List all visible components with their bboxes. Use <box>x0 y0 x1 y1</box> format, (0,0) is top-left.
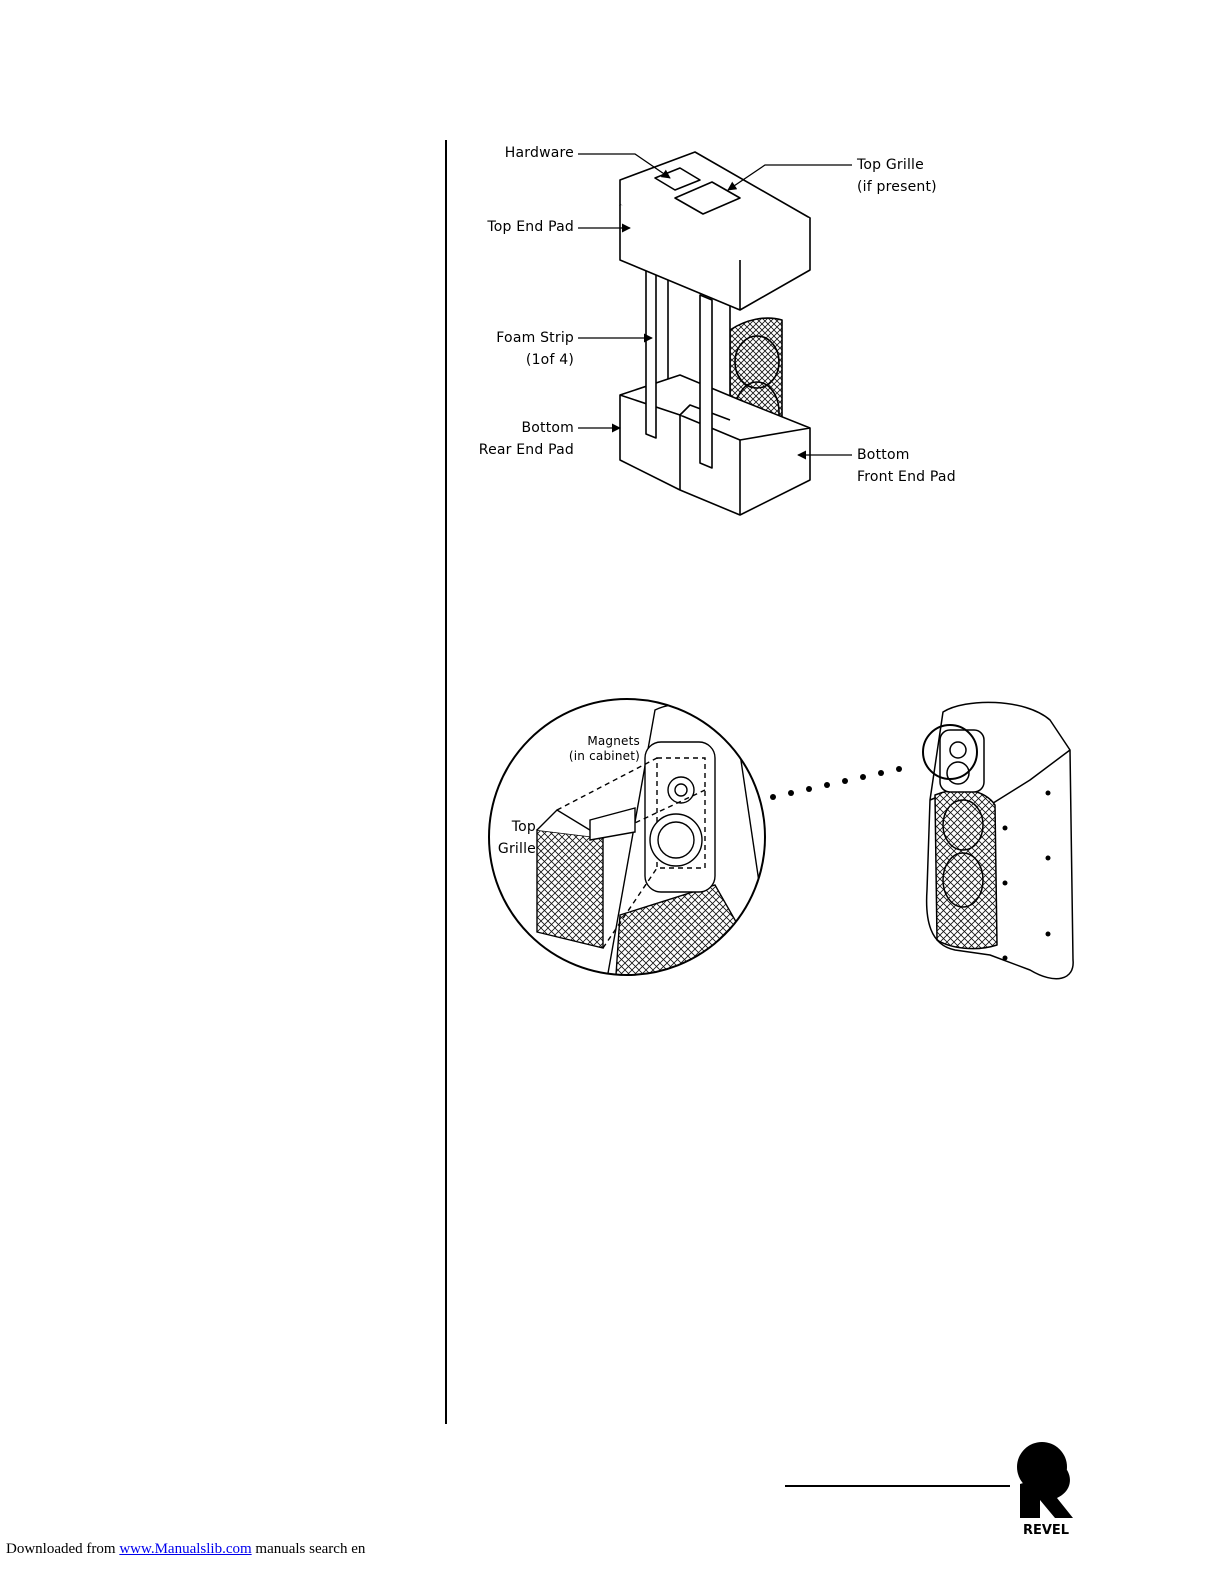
label-magnets: Magnets (in cabinet) <box>560 734 640 764</box>
revel-logo: REVEL <box>1015 1440 1077 1536</box>
manualslib-link[interactable]: www.Manualslib.com <box>119 1541 251 1557</box>
label-top-grille-detail-line1: Top <box>490 816 536 838</box>
label-bottom-front-line1: Bottom <box>857 444 956 466</box>
footer-suffix: manuals search en <box>255 1541 365 1557</box>
margin-rule <box>445 140 447 1424</box>
label-top-grille-detail-line2: Grille <box>490 838 536 860</box>
label-top-grille: Top Grille (if present) <box>857 154 937 198</box>
label-top-grille-line1: Top Grille <box>857 154 937 176</box>
label-top-grille-line2: (if present) <box>857 176 937 198</box>
label-foam-strip-line1: Foam Strip <box>470 327 574 349</box>
packing-diagram <box>600 150 830 520</box>
label-magnets-line2: (in cabinet) <box>560 749 640 764</box>
label-foam-strip-line2: (1of 4) <box>470 349 574 371</box>
footer-download-note: Downloaded from www.Manualslib.com manua… <box>6 1541 365 1558</box>
footer-rule <box>785 1485 1010 1487</box>
label-bottom-front-line2: Front End Pad <box>857 466 956 488</box>
label-top-grille-detail: Top Grille <box>490 816 536 860</box>
label-top-end-pad: Top End Pad <box>470 216 574 238</box>
label-bottom-rear-line1: Bottom <box>470 417 574 439</box>
label-foam-strip: Foam Strip (1of 4) <box>470 327 574 371</box>
label-magnets-line1: Magnets <box>560 734 640 749</box>
label-bottom-front-end-pad: Bottom Front End Pad <box>857 444 956 488</box>
logo-text: REVEL <box>1023 1523 1069 1536</box>
label-bottom-rear-line2: Rear End Pad <box>470 439 574 461</box>
label-bottom-rear-end-pad: Bottom Rear End Pad <box>470 417 574 461</box>
label-hardware: Hardware <box>470 142 574 164</box>
footer-prefix: Downloaded from <box>6 1541 116 1557</box>
